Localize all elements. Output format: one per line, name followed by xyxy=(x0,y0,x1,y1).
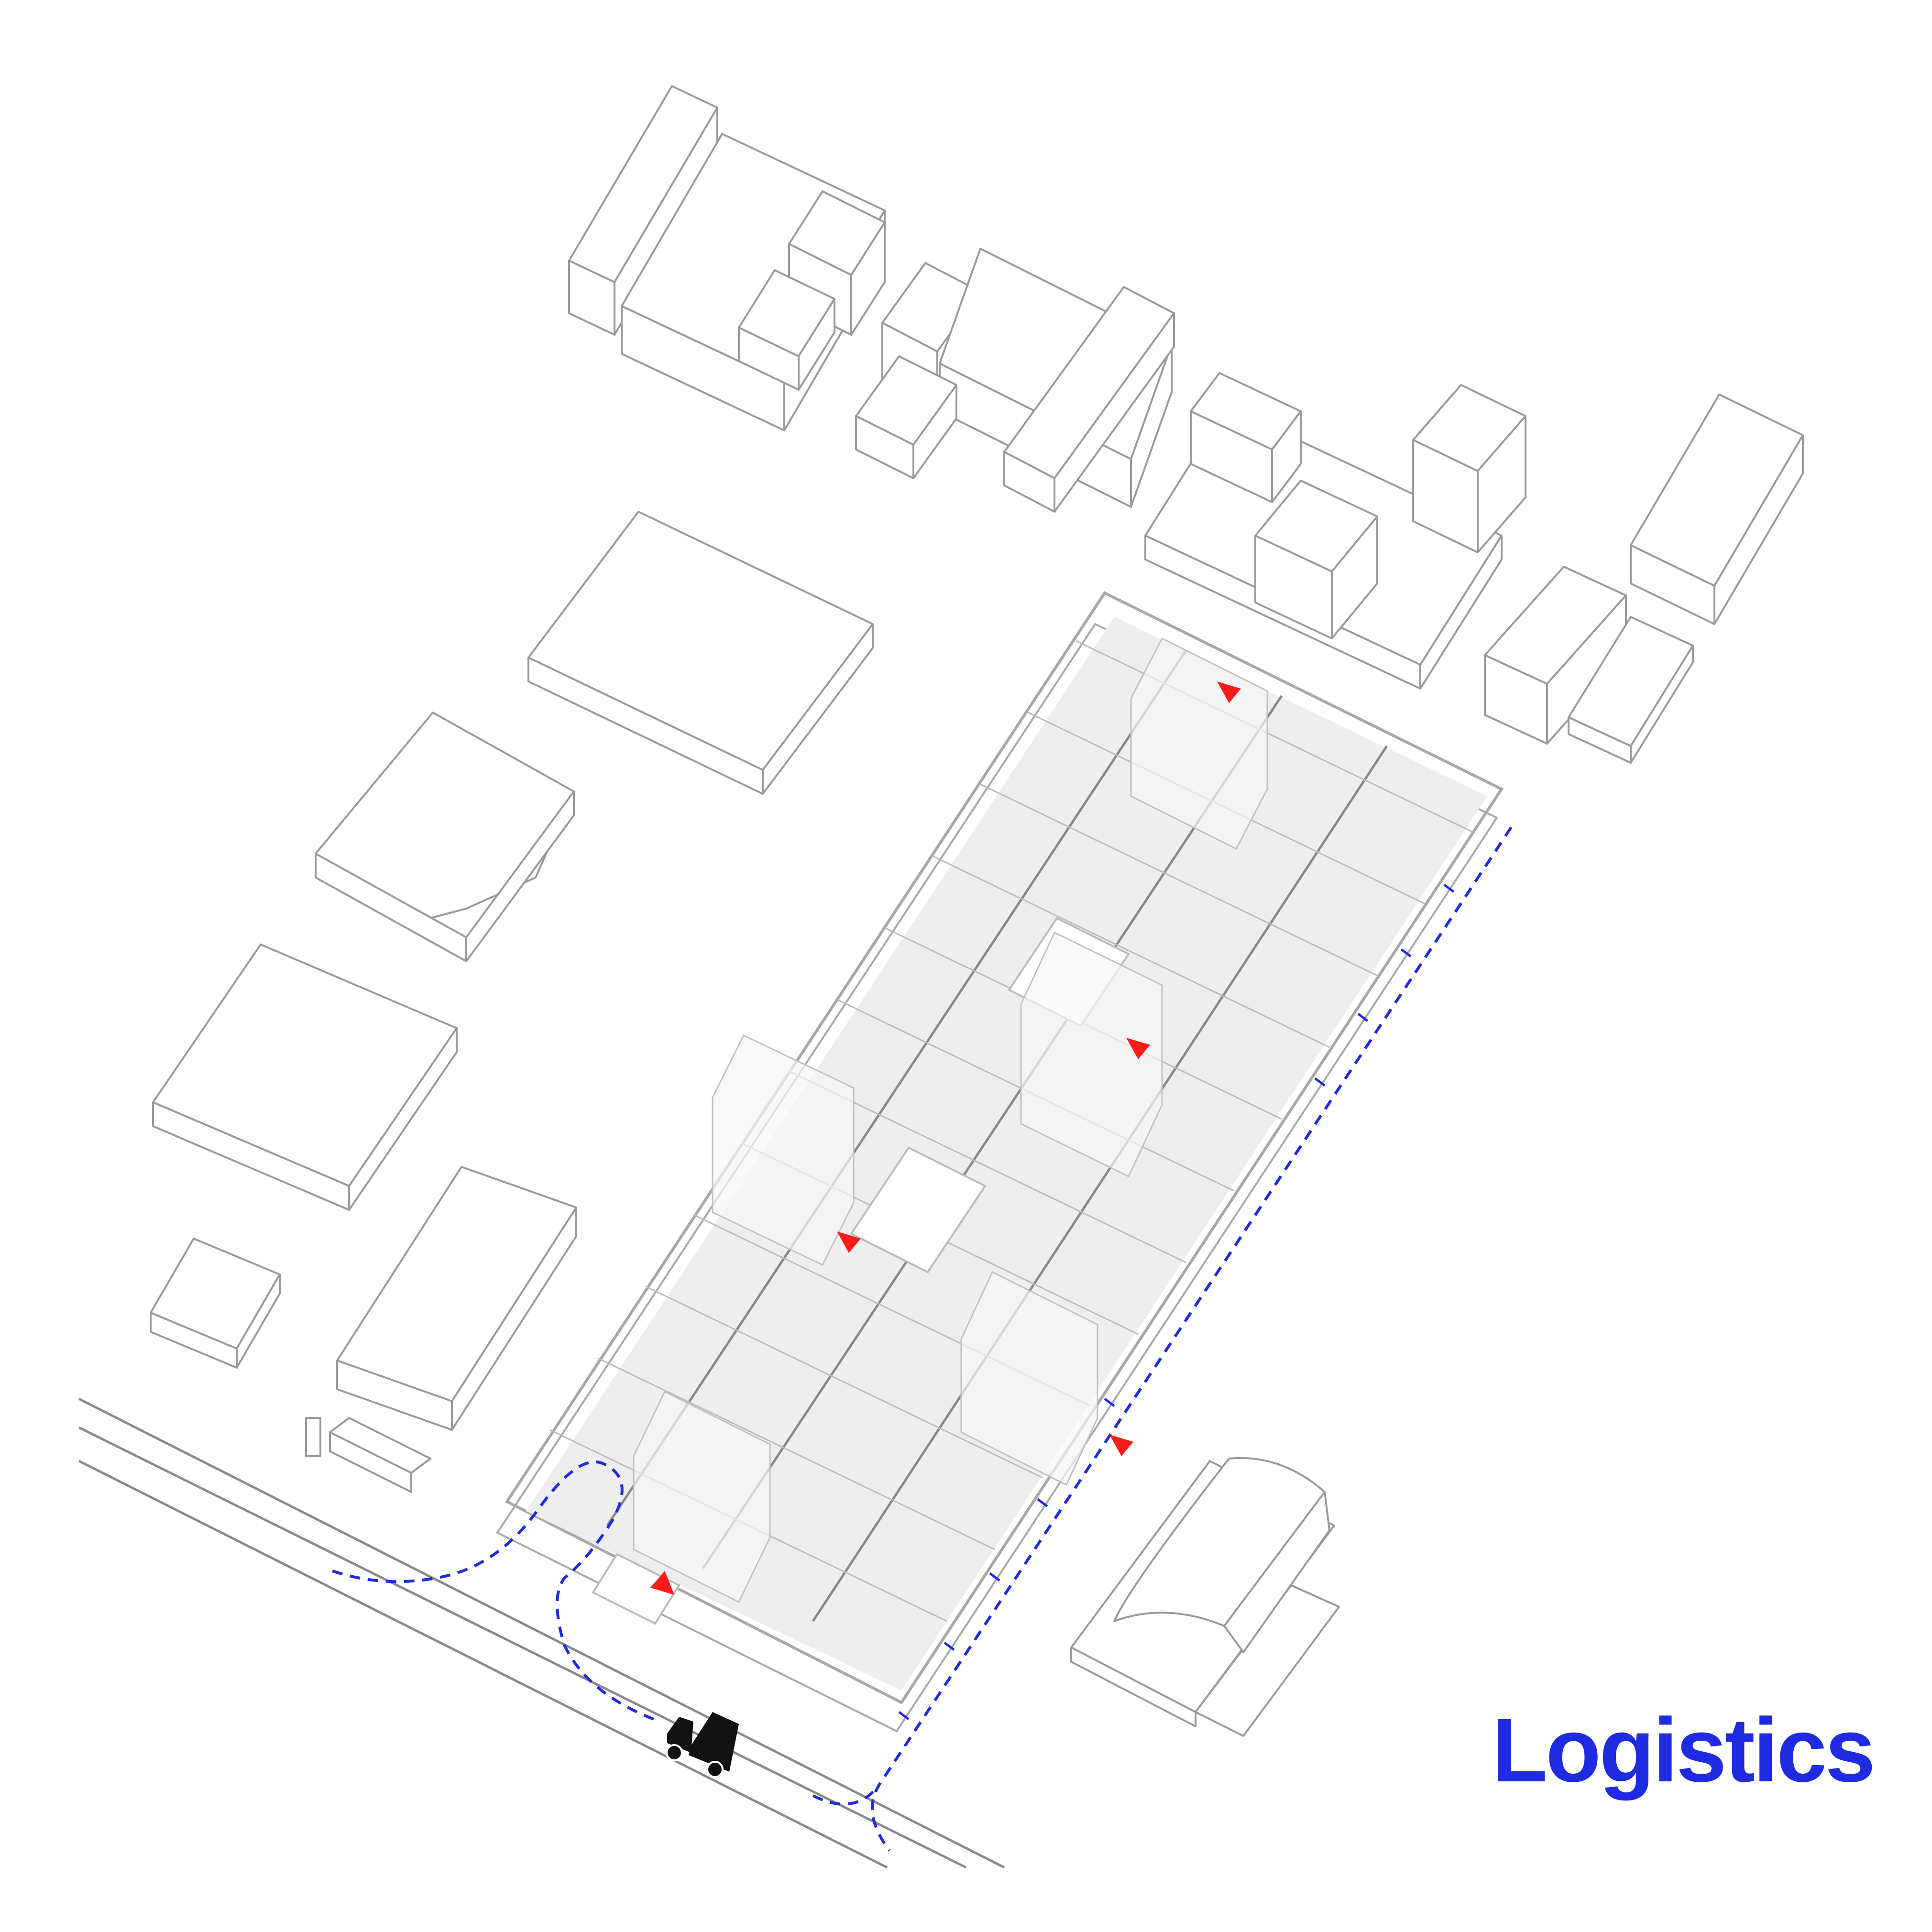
direction-arrow-icon xyxy=(1126,1038,1150,1059)
block-nw-3-side xyxy=(850,221,886,336)
truck-cab xyxy=(667,1717,693,1753)
hall-side-wall xyxy=(1223,1491,1330,1653)
building-cluster-north xyxy=(855,248,1175,513)
block-e-3-side xyxy=(1630,645,1694,764)
truck-wheel-front xyxy=(666,1744,683,1761)
block-n-2-side xyxy=(1130,343,1173,508)
courtyard-3 xyxy=(592,1553,681,1625)
market-aisles xyxy=(606,649,1388,1622)
volume-2 xyxy=(1020,931,1163,1178)
market-roof-outline xyxy=(505,591,1504,1704)
route-ticks xyxy=(898,884,1455,1720)
block-ne-2-side xyxy=(1271,410,1302,503)
route-tick-4 xyxy=(1314,1077,1326,1087)
delivery-truck-icon xyxy=(666,1712,739,1778)
hall-base-front xyxy=(1070,1647,1197,1727)
direction-arrow-icon xyxy=(1109,1435,1133,1456)
stall-row-9 xyxy=(932,855,1330,1048)
volume-5 xyxy=(633,1390,771,1603)
stall-row-12 xyxy=(1076,640,1473,833)
route-east-spine xyxy=(871,826,1513,1852)
volume-4 xyxy=(960,1271,1098,1486)
street-edge-2 xyxy=(78,1426,967,1869)
block-w-1-side xyxy=(762,623,874,795)
building-cluster-north-east xyxy=(1144,372,1526,690)
block-w-3-side xyxy=(348,1027,458,1211)
aisle-3 xyxy=(606,649,1187,1526)
street xyxy=(78,1397,1005,1869)
route-tick-5 xyxy=(1104,1398,1115,1407)
market-hall xyxy=(496,591,1504,1733)
market-stall-field xyxy=(526,617,1487,1690)
route-tick-3 xyxy=(1357,1013,1369,1022)
aisle-1 xyxy=(702,695,1283,1570)
direction-arrow-icon xyxy=(837,1231,861,1253)
street-edge-3 xyxy=(78,1460,888,1869)
block-nw-4-side xyxy=(798,298,835,391)
block-ne-3-side xyxy=(1331,516,1378,639)
context-buildings xyxy=(150,85,1804,1737)
direction-arrows xyxy=(650,681,1241,1595)
logistics-route xyxy=(332,826,1513,1852)
route-west-loop xyxy=(332,1460,661,1723)
truck-wheel-rear xyxy=(706,1761,724,1778)
truck-cargo-box xyxy=(689,1712,739,1772)
courtyard-1 xyxy=(850,1146,987,1273)
volume-3 xyxy=(712,1034,855,1266)
route-tick-1 xyxy=(1443,884,1455,893)
block-w-4-side xyxy=(236,1273,281,1369)
stall-row-10 xyxy=(980,783,1378,977)
direction-arrow-icon xyxy=(650,1571,674,1595)
direction-arrow-icon xyxy=(1217,681,1241,703)
block-n-3-side xyxy=(912,384,957,479)
block-w-2-side xyxy=(465,790,575,962)
route-tick-7 xyxy=(989,1572,1000,1581)
block-w-5-side xyxy=(451,1207,577,1431)
street-edge-1 xyxy=(78,1397,1005,1869)
kiosk-post xyxy=(305,1417,321,1457)
route-tick-6 xyxy=(1037,1498,1048,1507)
hall-arch-roof xyxy=(1113,1457,1326,1627)
route-east-curl xyxy=(812,1783,881,1806)
page-title: Logistics xyxy=(1492,1700,1876,1801)
aisle-2 xyxy=(812,745,1388,1622)
route-tick-2 xyxy=(1400,948,1412,957)
block-e-2-side xyxy=(1713,434,1804,625)
translucent-volumes xyxy=(633,637,1268,1603)
block-n-4-side xyxy=(1054,312,1175,513)
market-floor-outline xyxy=(496,623,1498,1733)
route-tick-9 xyxy=(898,1711,910,1720)
block-w-1-top xyxy=(527,511,874,771)
block-w-3-top xyxy=(152,944,458,1187)
kiosk-front xyxy=(329,1431,412,1493)
stall-row-6 xyxy=(789,1070,1186,1263)
building-cluster-east xyxy=(1484,394,1804,764)
building-cluster-north-west xyxy=(568,85,886,431)
route-tick-8 xyxy=(944,1642,955,1651)
stall-row-3 xyxy=(645,1285,1043,1479)
stall-row-2 xyxy=(597,1357,995,1550)
block-ne-4-side xyxy=(1477,415,1526,553)
block-ne-1-side xyxy=(1419,535,1503,690)
